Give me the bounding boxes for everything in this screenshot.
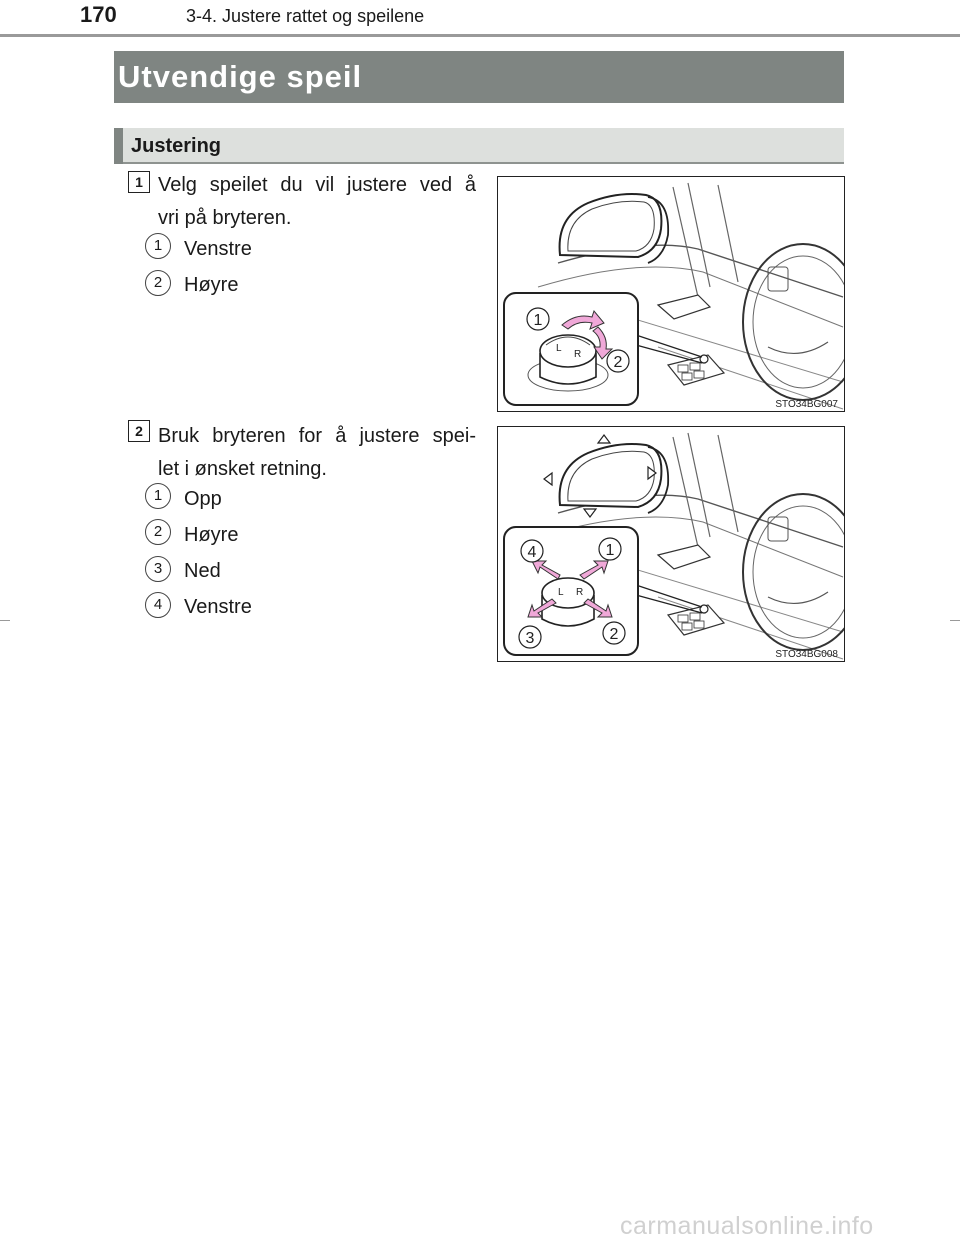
- mirror-up-triangle-icon: [596, 434, 612, 444]
- step-instruction-line: Bruk bryteren for å justere spei-: [158, 425, 476, 447]
- item-number-circle: 2: [145, 270, 171, 296]
- item-number-circle: 2: [145, 519, 171, 545]
- step-instruction-line: let i ønsket retning.: [158, 458, 327, 480]
- callout-number: 1: [534, 312, 543, 329]
- subsection-title: Justering: [131, 135, 222, 157]
- figure-mirror-select-switch: L R 1 2 STO34BG007: [497, 176, 845, 412]
- item-number-circle: 4: [145, 592, 171, 618]
- item-label: Venstre: [184, 238, 252, 260]
- watermark: carmanualsonline.info: [620, 1212, 874, 1240]
- callout-number: 1: [606, 542, 615, 559]
- item-number-circle: 1: [145, 483, 171, 509]
- item-label: Høyre: [184, 524, 239, 546]
- down-right-arrow-icon: [583, 598, 613, 618]
- item-number-circle: 1: [145, 233, 171, 259]
- step-instruction: Bruk bryteren for å justere spei- let i …: [158, 420, 476, 486]
- mirror-left-triangle-icon: [543, 471, 553, 487]
- crop-mark: [0, 620, 10, 621]
- dial-letter-l: L: [558, 587, 564, 598]
- subsection-accent-bar: [114, 128, 123, 164]
- page-number: 170: [80, 2, 117, 27]
- subsection-banner: [114, 128, 844, 164]
- section-title: Utvendige speil: [118, 59, 363, 94]
- step-number-box: 2: [128, 420, 150, 442]
- callout-number: 2: [614, 354, 623, 371]
- item-number-circle: 3: [145, 556, 171, 582]
- callout-number: 2: [610, 626, 619, 643]
- step-instruction-line: Velg speilet du vil justere ved å: [158, 174, 476, 196]
- step-instruction: Velg speilet du vil justere ved å vri på…: [158, 169, 476, 235]
- down-left-arrow-icon: [527, 598, 557, 618]
- crop-mark: [950, 620, 960, 621]
- section-banner: [114, 51, 844, 103]
- dial-letter-l: L: [556, 343, 562, 354]
- callout-number: 4: [528, 544, 537, 561]
- callout-number: 3: [526, 630, 535, 647]
- step-instruction-line: vri på bryteren.: [158, 207, 292, 229]
- dial-letter-r: R: [574, 349, 581, 360]
- item-label: Opp: [184, 488, 222, 510]
- up-left-arrow-icon: [531, 560, 561, 580]
- item-label: Høyre: [184, 274, 239, 296]
- up-right-arrow-icon: [579, 560, 609, 580]
- figure-code: STO34BG007: [775, 399, 838, 410]
- figure-illustration: L R 4 1 3 2 STO34BG008: [503, 432, 844, 660]
- figure-code: STO34BG008: [775, 649, 838, 660]
- step-number-box: 1: [128, 171, 150, 193]
- figure-mirror-adjust-switch: L R 4 1 3 2 STO34BG008: [497, 426, 845, 662]
- running-head: 3-4. Justere rattet og speilene: [186, 6, 425, 26]
- figure-illustration: L R 1 2 STO34BG007: [503, 182, 844, 410]
- item-label: Ned: [184, 560, 221, 582]
- mirror-right-triangle-icon: [647, 465, 657, 481]
- item-label: Venstre: [184, 596, 252, 618]
- rotate-left-arrow-icon: [561, 309, 605, 330]
- rotate-right-arrow-icon: [592, 326, 614, 360]
- mirror-down-triangle-icon: [582, 508, 598, 518]
- dial-letter-r: R: [576, 587, 583, 598]
- header-rule: [0, 34, 960, 37]
